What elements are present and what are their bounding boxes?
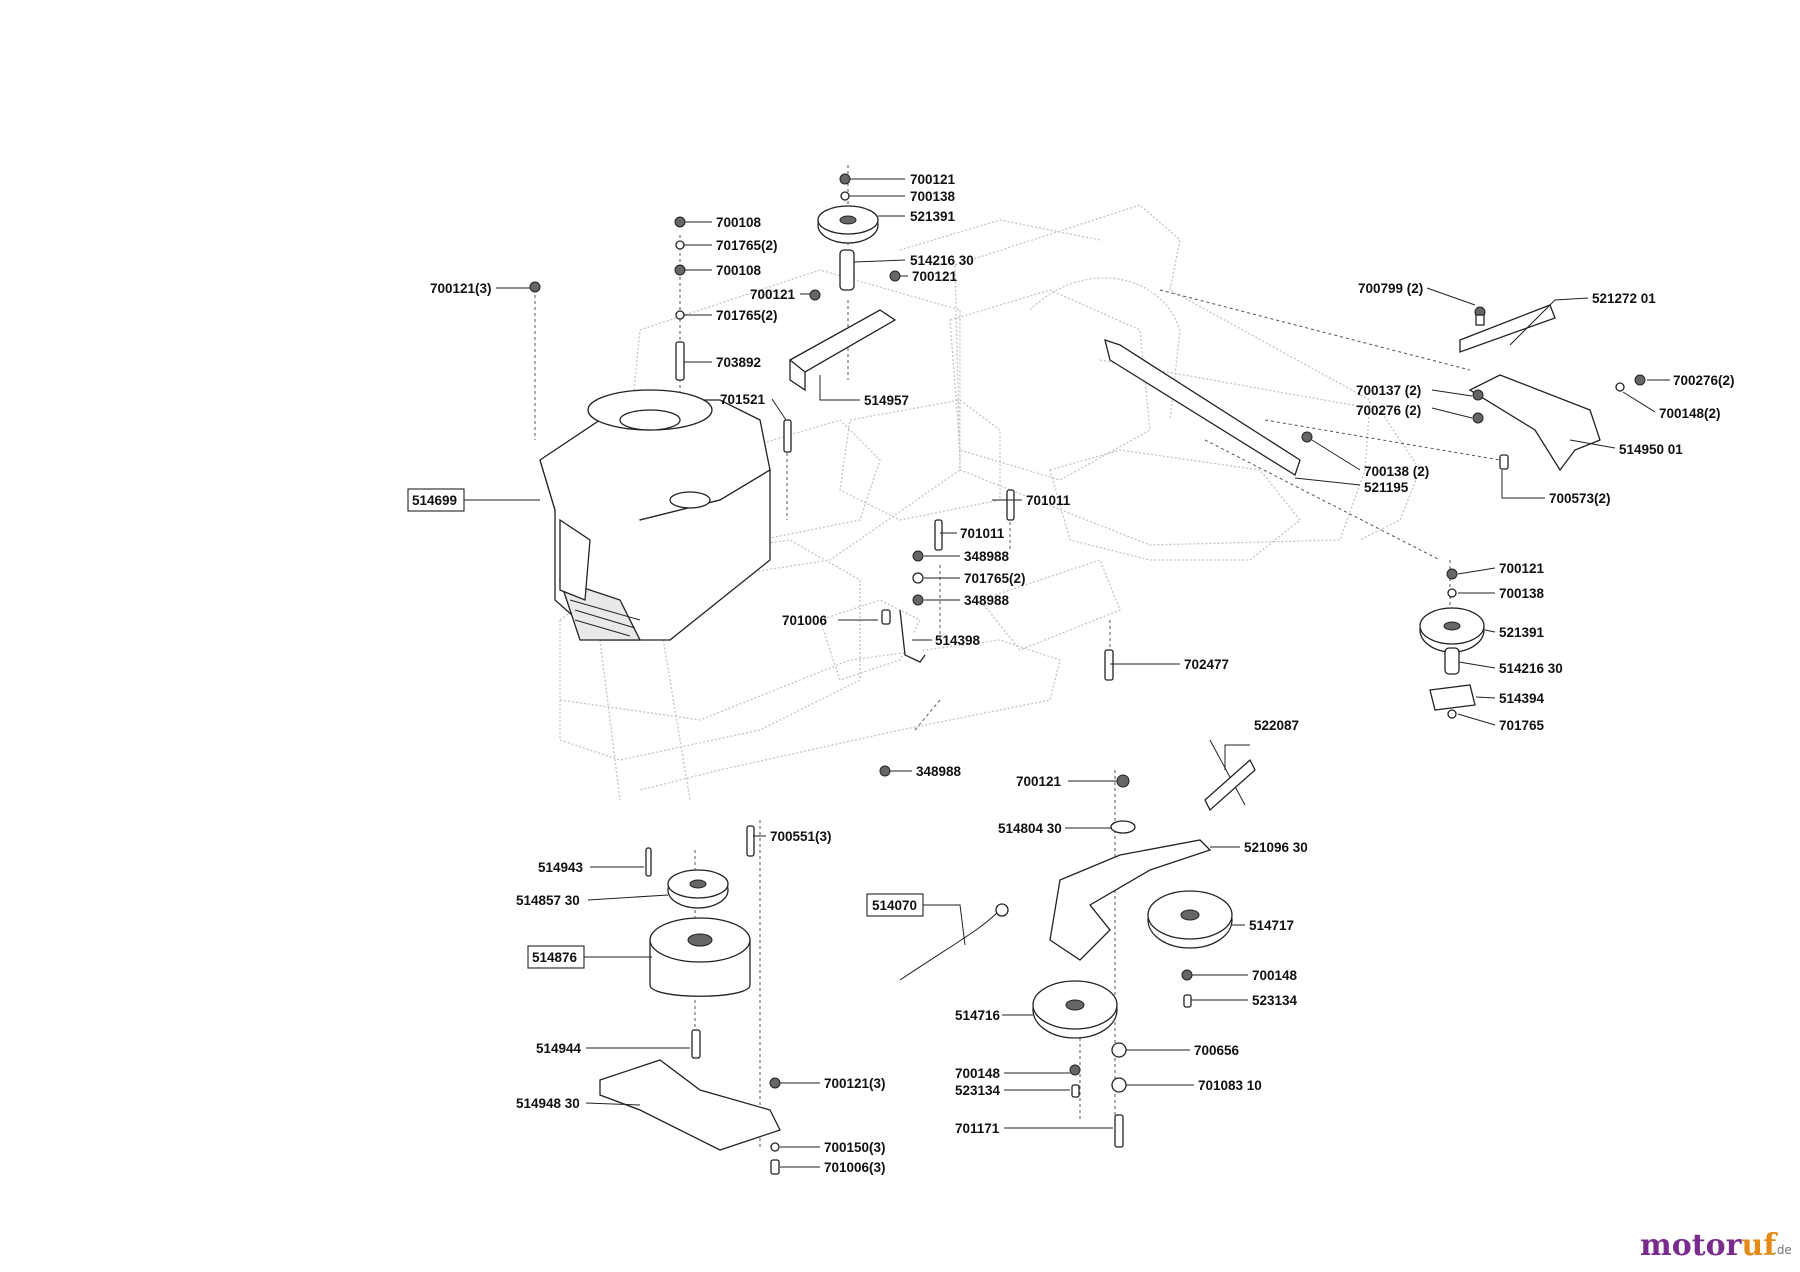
logo-suffix: .de <box>1773 1243 1792 1257</box>
part-label-522087: 522087 <box>1254 718 1299 733</box>
chassis-frame <box>559 204 1421 801</box>
part-label-701171: 701171 <box>955 1121 1000 1136</box>
part-label-701765-2: 701765(2) <box>964 571 1026 586</box>
part-label-514950-01: 514950 01 <box>1619 442 1683 457</box>
tension-lever-drawing <box>899 739 1256 981</box>
part-label-700148: 700148 <box>955 1066 1001 1081</box>
part-label-700121: 700121 <box>912 269 958 284</box>
part-label-514398: 514398 <box>935 633 981 648</box>
part-label-348988: 348988 <box>964 593 1010 608</box>
part-label-700121-3: 700121(3) <box>824 1076 886 1091</box>
part-label-514717: 514717 <box>1249 918 1294 933</box>
engine-drawing <box>539 389 771 641</box>
part-label-700148-2: 700148(2) <box>1659 406 1721 421</box>
leader-lines <box>464 178 1670 1168</box>
part-label-700148: 700148 <box>1252 968 1298 983</box>
part-label-700573-2: 700573(2) <box>1549 491 1611 506</box>
part-label-514948-30: 514948 30 <box>516 1096 580 1111</box>
part-label-521195: 521195 <box>1364 480 1409 495</box>
part-label-514957: 514957 <box>864 393 909 408</box>
part-label-514394: 514394 <box>1499 691 1545 706</box>
part-label-701521: 701521 <box>720 392 766 407</box>
part-labels: 700121 700138 521391 514216 30 700121 70… <box>412 172 1735 1175</box>
part-label-701011: 701011 <box>960 526 1005 541</box>
motoruf-logo[interactable]: motoruf .de <box>1640 1228 1792 1263</box>
part-label-514857-30: 514857 30 <box>516 893 580 908</box>
part-label-523134: 523134 <box>1252 993 1298 1008</box>
part-label-701765: 701765 <box>1499 718 1545 733</box>
part-label-521096-30: 521096 30 <box>1244 840 1308 855</box>
part-label-700276-2: 700276(2) <box>1673 373 1735 388</box>
part-label-700138: 700138 <box>1499 586 1545 601</box>
part-label-348988: 348988 <box>964 549 1010 564</box>
logo-text: motoruf <box>1640 1228 1778 1263</box>
pulleys-lower-drawing <box>1032 890 1233 1039</box>
part-label-521391: 521391 <box>910 209 956 224</box>
part-label-514716: 514716 <box>955 1008 1001 1023</box>
fasteners <box>529 173 1646 1175</box>
part-label-700137-2: 700137 (2) <box>1356 383 1421 398</box>
part-label-700121: 700121 <box>1499 561 1545 576</box>
part-label-702477: 702477 <box>1184 657 1229 672</box>
part-label-700551-3: 700551(3) <box>770 829 832 844</box>
part-label-700121-3: 700121(3) <box>430 281 492 296</box>
part-label-701006: 701006 <box>782 613 828 628</box>
idler-pulley-top-drawing <box>788 205 897 392</box>
part-label-348988: 348988 <box>916 764 962 779</box>
part-label-521391: 521391 <box>1499 625 1545 640</box>
part-label-523134: 523134 <box>955 1083 1001 1098</box>
part-label-700656: 700656 <box>1194 1043 1240 1058</box>
part-label-700276-2: 700276 (2) <box>1356 403 1421 418</box>
part-label-701765-2: 701765(2) <box>716 238 778 253</box>
clutch-assembly-drawing <box>599 869 781 1151</box>
part-label-700108: 700108 <box>716 215 762 230</box>
part-label-514699: 514699 <box>412 493 457 508</box>
part-label-701011: 701011 <box>1026 493 1071 508</box>
part-label-700150-3: 700150(3) <box>824 1140 886 1155</box>
part-label-700121: 700121 <box>910 172 956 187</box>
part-label-514944: 514944 <box>536 1041 582 1056</box>
part-label-700138-2: 700138 (2) <box>1364 464 1429 479</box>
part-label-514943: 514943 <box>538 860 584 875</box>
part-label-514876: 514876 <box>532 950 578 965</box>
part-label-700108: 700108 <box>716 263 762 278</box>
part-label-701765-2: 701765(2) <box>716 308 778 323</box>
bracket-right-drawing <box>1104 304 1601 476</box>
part-label-700799-2: 700799 (2) <box>1358 281 1423 296</box>
part-label-700121: 700121 <box>1016 774 1062 789</box>
part-label-700121: 700121 <box>750 287 796 302</box>
part-label-514216-30: 514216 30 <box>910 253 974 268</box>
part-label-521272-01: 521272 01 <box>1592 291 1656 306</box>
part-label-514216-30: 514216 30 <box>1499 661 1563 676</box>
part-label-701006-3: 701006(3) <box>824 1160 886 1175</box>
part-label-700138: 700138 <box>910 189 956 204</box>
pulley-right-drawing <box>1419 607 1485 711</box>
part-label-703892: 703892 <box>716 355 761 370</box>
part-label-514804-30: 514804 30 <box>998 821 1062 836</box>
part-label-514070: 514070 <box>872 898 917 913</box>
part-label-701083-10: 701083 10 <box>1198 1078 1262 1093</box>
